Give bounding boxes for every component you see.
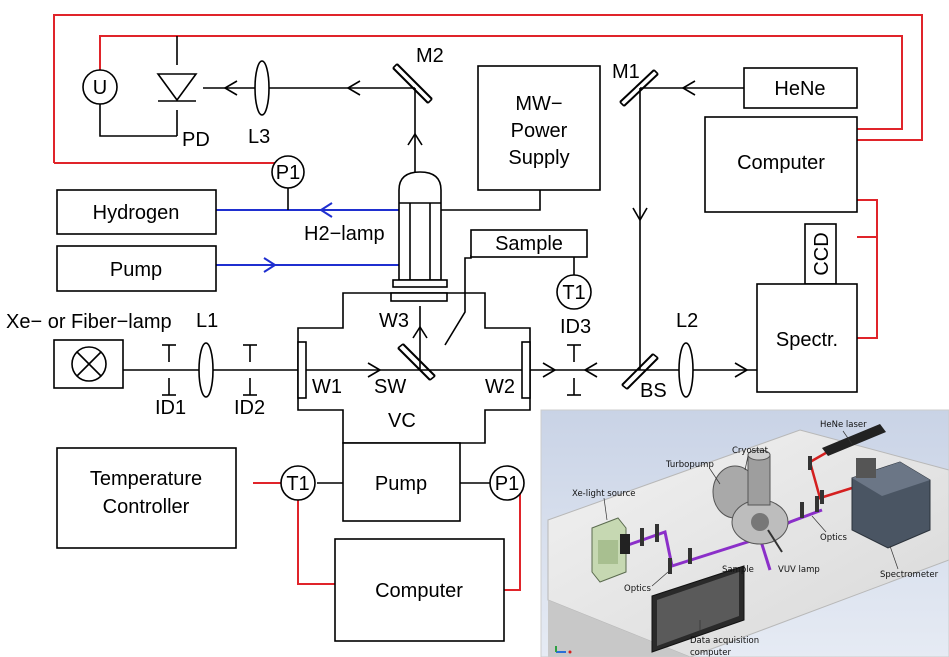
xe-source-model: [591, 517, 630, 583]
label-m1: M1: [612, 61, 640, 83]
daq-computer-model: [651, 565, 745, 653]
label-pump-bottom: Pump: [375, 473, 427, 495]
temperature-controller-box: [56, 447, 237, 549]
label-t1-right: T1: [562, 282, 585, 304]
label-pd: PD: [182, 129, 210, 151]
mirror-m2-icon: [392, 67, 429, 104]
lens-l3-icon: [254, 60, 270, 116]
label-computer-bottom: Computer: [375, 580, 463, 602]
spectrometer-model: [851, 458, 931, 549]
thermometer-right-icon: [556, 274, 592, 310]
label-pump-left: Pump: [110, 259, 162, 281]
render-label-xe-source: Xe-light source: [572, 489, 636, 499]
hene-box: [743, 67, 858, 109]
label-temp-1: Temperature: [90, 468, 202, 490]
label-p1-top: P1: [276, 162, 300, 184]
label-temp-2: Controller: [103, 496, 190, 518]
optical-elements: [53, 60, 694, 399]
render-label-sample: Sample: [722, 565, 754, 575]
render-inset: HeNe laser Cryostat Turbopump Xe-light s…: [541, 410, 949, 657]
label-w2: W2: [485, 376, 515, 398]
label-h2-lamp: H2−lamp: [304, 223, 385, 245]
optical-paths: [99, 36, 757, 484]
render-label-turbopump: Turbopump: [665, 460, 714, 470]
label-w3: W3: [379, 310, 409, 332]
window-w3-icon: [390, 292, 448, 302]
render-label-cryostat: Cryostat: [732, 446, 769, 456]
gauges: [271, 155, 592, 501]
beam-splitter-icon: [621, 353, 654, 386]
label-u: U: [93, 77, 107, 99]
label-t1-bottom: T1: [286, 473, 309, 495]
label-mw-2: Power: [511, 120, 568, 142]
pump-left-box: [56, 245, 217, 292]
pressure-gauge-top-icon: [271, 155, 305, 189]
render-label-vuv: VUV lamp: [778, 565, 820, 575]
label-l1: L1: [196, 310, 218, 332]
label-mw-3: Supply: [508, 147, 569, 169]
label-id1: ID1: [155, 397, 186, 419]
label-sample: Sample: [495, 233, 563, 255]
label-id2: ID2: [234, 397, 265, 419]
hene-laser-model: [822, 424, 886, 456]
render-label-daq-2: computer: [690, 648, 731, 657]
label-sw: SW: [374, 376, 406, 398]
render-label-optics-left: Optics: [624, 584, 651, 594]
spectrometer-box: [756, 283, 858, 393]
device-boxes: [56, 65, 858, 642]
label-hydrogen: Hydrogen: [93, 202, 180, 224]
render-label-optics-right: Optics: [820, 533, 847, 543]
computer-bottom-box: [334, 538, 505, 642]
computer-top-box: [704, 116, 858, 213]
chamber-model: [712, 449, 789, 553]
lens-l1-icon: [198, 342, 214, 398]
labels: U PD L3 M2 MW− Power Supply M1 HeNe Comp…: [6, 45, 838, 602]
pressure-gauge-bottom-icon: [489, 465, 525, 501]
label-m2: M2: [416, 45, 444, 67]
irises: [162, 344, 581, 396]
sample-box: [470, 229, 588, 258]
label-xe-lamp: Xe− or Fiber−lamp: [6, 311, 172, 333]
window-w2-icon: [521, 341, 531, 399]
lens-l2-icon: [678, 342, 694, 398]
photodiode-icon: [156, 73, 198, 102]
electrical-wires: [53, 14, 923, 591]
pump-bottom-box: [342, 442, 461, 522]
gas-lines: [216, 202, 399, 273]
label-w1: W1: [312, 376, 342, 398]
voltmeter-icon: [82, 69, 118, 105]
label-vc: VC: [388, 410, 416, 432]
render-label-hene: HeNe laser: [820, 420, 867, 430]
label-hene: HeNe: [774, 78, 825, 100]
hydrogen-box: [56, 189, 217, 235]
label-ccd: CCD: [811, 232, 833, 275]
render-labels: HeNe laser Cryostat Turbopump Xe-light s…: [572, 420, 939, 657]
window-w1-icon: [297, 341, 307, 399]
mw-power-supply-box: [477, 65, 601, 191]
label-id3: ID3: [560, 316, 591, 338]
mirror-m1-icon: [619, 69, 655, 103]
render-label-spectrometer: Spectrometer: [880, 570, 939, 580]
label-computer-top: Computer: [737, 152, 825, 174]
label-mw-1: MW−: [515, 93, 562, 115]
label-l3: L3: [248, 126, 270, 148]
h2-lamp-icon: [392, 171, 448, 288]
thermometer-bottom-icon: [280, 465, 316, 501]
render-label-daq-1: Data acquisition: [690, 636, 759, 646]
laser-path: [808, 444, 853, 500]
switch-mirror-icon: [397, 347, 431, 381]
axis-glyph-icon: [555, 646, 572, 654]
label-l2: L2: [676, 310, 698, 332]
label-bs: BS: [640, 380, 667, 402]
label-p1-bottom: P1: [495, 473, 519, 495]
label-spectr: Spectr.: [776, 329, 838, 351]
